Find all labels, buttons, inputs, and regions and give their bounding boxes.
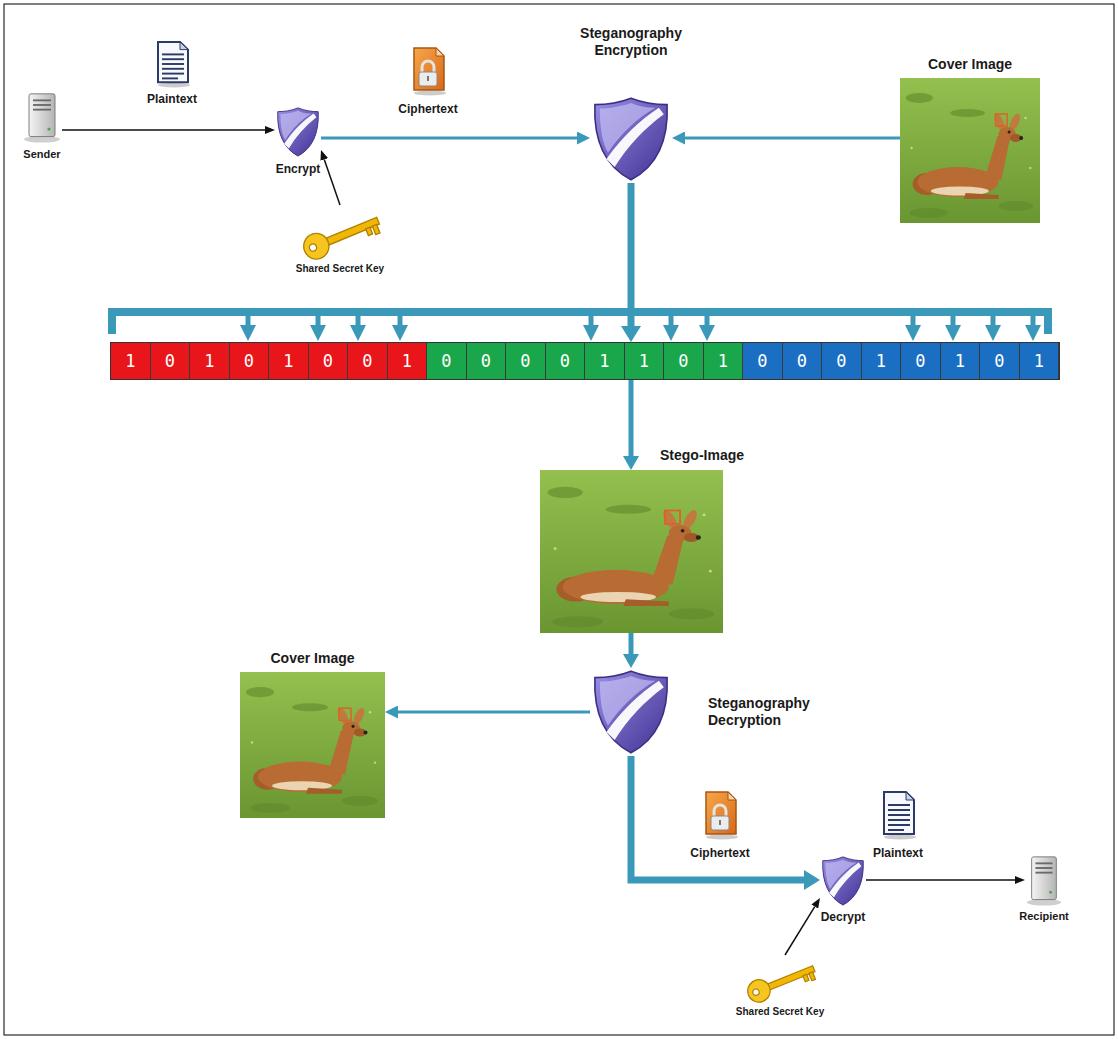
bit-value: 0 bbox=[664, 343, 704, 379]
node-label: Recipient bbox=[1019, 910, 1069, 923]
edge-label: Plaintext bbox=[873, 846, 923, 860]
bit-value: 0 bbox=[783, 343, 823, 379]
recipient-node: Recipient bbox=[1025, 855, 1063, 907]
cover-photo bbox=[240, 672, 385, 818]
bit-value: 0 bbox=[506, 343, 546, 379]
secret-key: Shared Secret Key bbox=[295, 205, 385, 260]
bit-value: 0 bbox=[546, 343, 586, 379]
node-label: Steganography Decryption bbox=[708, 695, 833, 729]
shield-icon bbox=[595, 98, 667, 180]
stego-image: Stego-Image bbox=[540, 470, 723, 633]
key-icon bbox=[300, 209, 383, 263]
bit-value: 0 bbox=[467, 343, 507, 379]
bit-value: 0 bbox=[980, 343, 1020, 379]
decrypt-shield: Decrypt bbox=[820, 855, 866, 907]
shield-icon bbox=[823, 857, 864, 905]
server-icon bbox=[1027, 857, 1061, 906]
flow-arrow bbox=[785, 907, 815, 955]
document-icon bbox=[158, 42, 190, 88]
shield-icon bbox=[278, 108, 319, 156]
node-label: Stego-Image bbox=[660, 447, 744, 464]
edge-label: Ciphertext bbox=[398, 102, 457, 116]
node-label: Steganography Encryption bbox=[566, 25, 696, 59]
flow-arrow bbox=[628, 183, 635, 326]
edge-label: Ciphertext bbox=[690, 846, 749, 860]
bit-row: 101010010000110100010101 bbox=[110, 342, 1060, 380]
bit-value: 0 bbox=[151, 343, 191, 379]
bit-value: 0 bbox=[230, 343, 270, 379]
server-icon bbox=[24, 94, 60, 143]
bit-value: 1 bbox=[111, 343, 151, 379]
cover-photo bbox=[900, 78, 1040, 223]
flow-arrow bbox=[321, 137, 577, 140]
flow-arrow bbox=[866, 879, 1015, 881]
cover-image: Cover Image bbox=[900, 78, 1040, 223]
node-label: Sender bbox=[23, 148, 60, 161]
stego-photo bbox=[540, 470, 723, 633]
flow-arrow bbox=[631, 756, 804, 880]
flow-arrow bbox=[324, 159, 340, 205]
node-label: Decrypt bbox=[821, 910, 866, 924]
bit-value: 1 bbox=[388, 343, 428, 379]
flow-arrow bbox=[629, 633, 634, 654]
secret-key: Shared Secret Key bbox=[740, 955, 820, 1003]
locked-document-icon bbox=[706, 792, 738, 840]
bit-value: 1 bbox=[585, 343, 625, 379]
cover-image: Cover Image bbox=[240, 672, 385, 818]
node-label: Shared Secret Key bbox=[296, 263, 384, 275]
node-label: Shared Secret Key bbox=[736, 1006, 824, 1018]
node-label: Cover Image bbox=[928, 56, 1012, 73]
bit-value: 1 bbox=[190, 343, 230, 379]
stego-decrypt-shield: Steganography Decryption bbox=[590, 668, 672, 756]
frame bbox=[4, 4, 1114, 1035]
encrypt-shield: Encrypt bbox=[275, 106, 321, 158]
bit-value: 0 bbox=[901, 343, 941, 379]
node-label: Cover Image bbox=[270, 650, 354, 667]
bit-value: 0 bbox=[743, 343, 783, 379]
bit-value: 0 bbox=[348, 343, 388, 379]
flow-arrow bbox=[629, 380, 634, 456]
bit-value: 0 bbox=[427, 343, 467, 379]
stego-encrypt-shield: Steganography Encryption bbox=[590, 95, 672, 183]
bit-value: 1 bbox=[704, 343, 744, 379]
bit-arrows bbox=[240, 312, 1041, 341]
bit-value: 1 bbox=[941, 343, 981, 379]
node-label: Encrypt bbox=[276, 162, 321, 176]
key-icon bbox=[744, 958, 818, 1005]
flow-arrow bbox=[62, 129, 265, 131]
document-icon bbox=[884, 792, 916, 840]
bit-value: 1 bbox=[269, 343, 309, 379]
flow-arrow bbox=[398, 711, 590, 714]
bit-value: 0 bbox=[309, 343, 349, 379]
edge-label: Plaintext bbox=[147, 92, 197, 106]
bit-value: 0 bbox=[822, 343, 862, 379]
bit-value: 1 bbox=[862, 343, 902, 379]
flow-arrow bbox=[685, 137, 900, 140]
bit-value: 1 bbox=[1020, 343, 1060, 379]
shield-icon bbox=[595, 671, 667, 753]
bit-value: 1 bbox=[625, 343, 665, 379]
sender-node: Sender bbox=[22, 92, 62, 144]
locked-document-icon bbox=[414, 48, 446, 96]
